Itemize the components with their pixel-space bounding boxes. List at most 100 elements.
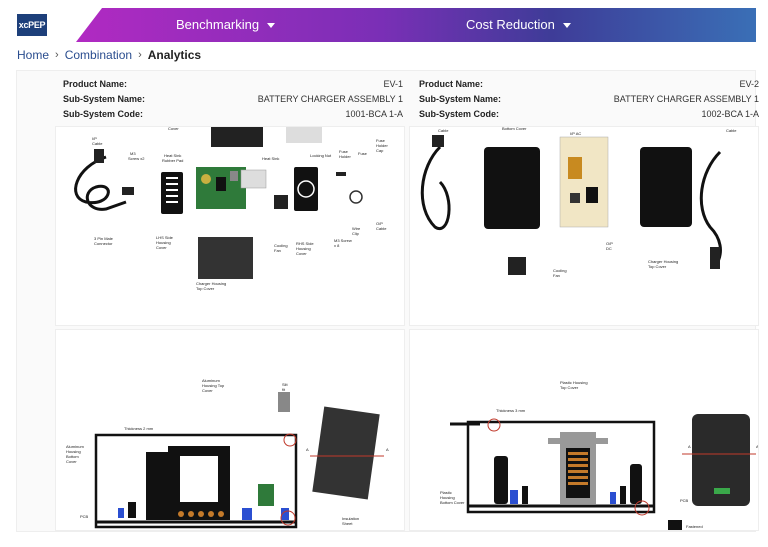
subsystem-code-value: 1001-BCA 1-A: [345, 108, 403, 119]
svg-text:3 Pin Male: 3 Pin Male: [94, 236, 114, 241]
svg-text:Fan: Fan: [553, 273, 560, 278]
side-cover-icon: [161, 172, 183, 214]
svg-text:Locking Nut: Locking Nut: [310, 153, 332, 158]
fan-icon: [508, 257, 526, 275]
svg-text:Housing: Housing: [66, 449, 81, 454]
svg-text:Plastic: Plastic: [440, 490, 452, 495]
svg-text:Cooling: Cooling: [553, 268, 567, 273]
product-name-label: Product Name:: [419, 78, 484, 89]
pcb-icon: [559, 136, 609, 228]
chevron-right-icon: ›: [138, 49, 142, 61]
svg-text:I/P AC: I/P AC: [570, 131, 581, 136]
svg-text:PCB: PCB: [680, 498, 689, 503]
slit-fit-icon: [278, 392, 290, 412]
svg-text:Cover: Cover: [66, 459, 77, 464]
chevron-down-icon: [562, 23, 571, 28]
svg-text:Plastic Housing: Plastic Housing: [560, 380, 588, 385]
connector-icon: [122, 187, 134, 195]
svg-text:Charger Housing: Charger Housing: [196, 281, 226, 286]
svg-text:Cover: Cover: [202, 388, 213, 393]
subsystem-code-value: 1002-BCA 1-A: [701, 108, 759, 119]
product-name-value: EV-1: [383, 78, 403, 89]
svg-text:Cover: Cover: [296, 251, 307, 256]
svg-text:A: A: [688, 444, 691, 449]
svg-text:Holder: Holder: [376, 143, 388, 148]
svg-text:Insulation: Insulation: [342, 516, 359, 521]
svg-text:Housing: Housing: [296, 246, 311, 251]
breadcrumb-current: Analytics: [147, 48, 202, 62]
svg-text:Thickness 2 mm: Thickness 2 mm: [124, 426, 154, 431]
housing-outline-icon: [94, 433, 298, 529]
top-cover-icon: [211, 127, 263, 147]
product-column-2: Product Name:EV-2 Sub-System Name:BATTER…: [409, 71, 761, 533]
top-bar: xcPEP Benchmarking Cost Reduction: [14, 8, 756, 42]
comparison-panel: Product Name:EV-1 Sub-System Name:BATTER…: [16, 70, 759, 533]
subsystem-code-label: Sub-System Code:: [63, 108, 144, 119]
svg-text:DC: DC: [606, 246, 612, 251]
svg-text:Holder: Holder: [339, 154, 351, 159]
svg-text:A: A: [386, 447, 389, 452]
svg-text:Screw x2: Screw x2: [128, 156, 145, 161]
svg-text:Rubber Pad: Rubber Pad: [162, 158, 183, 163]
charger-photo-icon: [682, 414, 756, 506]
charger-photo-icon: [310, 406, 384, 500]
svg-text:PCB: PCB: [80, 514, 89, 519]
nav-benchmarking[interactable]: Benchmarking: [176, 17, 276, 32]
nav-cost-reduction[interactable]: Cost Reduction: [466, 17, 571, 32]
svg-text:Cap: Cap: [376, 148, 384, 153]
svg-text:Housing: Housing: [440, 495, 455, 500]
svg-text:Cover: Cover: [168, 127, 179, 131]
chevron-right-icon: ›: [55, 49, 59, 61]
svg-text:A: A: [756, 444, 759, 449]
svg-text:Thickness 3 mm: Thickness 3 mm: [496, 408, 526, 413]
housing-outline-icon: [466, 420, 656, 514]
svg-text:I/P: I/P: [92, 136, 97, 141]
product-2-meta: Product Name:EV-2 Sub-System Name:BATTER…: [409, 71, 761, 123]
chevron-down-icon: [267, 23, 276, 28]
breadcrumb-combination[interactable]: Combination: [64, 48, 133, 62]
svg-text:Cooling: Cooling: [274, 243, 288, 248]
product-column-1: Product Name:EV-1 Sub-System Name:BATTER…: [53, 71, 405, 533]
svg-text:Fan: Fan: [274, 248, 281, 253]
svg-text:Cable: Cable: [92, 141, 103, 146]
product-name-label: Product Name:: [63, 78, 128, 89]
breadcrumb-home[interactable]: Home: [17, 48, 50, 62]
cable-icon: [420, 145, 451, 231]
product-1-meta: Product Name:EV-1 Sub-System Name:BATTER…: [53, 71, 405, 123]
svg-text:x 8: x 8: [334, 243, 340, 248]
svg-text:Fuse: Fuse: [358, 151, 368, 156]
svg-text:Heat Sink: Heat Sink: [262, 156, 279, 161]
svg-text:Top Cover: Top Cover: [196, 286, 215, 291]
fan-icon: [274, 195, 288, 209]
cable-icon: [74, 149, 127, 211]
svg-text:Bottom Cover: Bottom Cover: [502, 127, 527, 131]
svg-text:Fastened: Fastened: [686, 524, 703, 529]
top-cover-icon: [640, 147, 692, 227]
svg-text:Cable: Cable: [726, 128, 737, 133]
svg-text:O/P: O/P: [606, 241, 613, 246]
svg-text:Charger Housing: Charger Housing: [648, 259, 678, 264]
svg-text:fit: fit: [282, 387, 286, 392]
nav-cost-reduction-label: Cost Reduction: [466, 17, 555, 32]
brand-logo[interactable]: xcPEP: [17, 14, 47, 36]
subsystem-name-label: Sub-System Name:: [419, 93, 502, 104]
subsystem-code-label: Sub-System Code:: [419, 108, 500, 119]
svg-text:Clip: Clip: [352, 231, 360, 236]
svg-text:LHS Side: LHS Side: [156, 235, 174, 240]
fastener-icon: [668, 520, 682, 530]
main-nav: Benchmarking Cost Reduction: [76, 8, 756, 42]
svg-text:Housing Top: Housing Top: [202, 383, 225, 388]
svg-text:Fuse: Fuse: [339, 149, 349, 154]
svg-text:Fuse: Fuse: [376, 138, 386, 143]
svg-text:Top Cover: Top Cover: [560, 385, 579, 390]
svg-text:Top Cover: Top Cover: [648, 264, 667, 269]
breadcrumb: Home › Combination › Analytics: [17, 48, 201, 62]
product-name-value: EV-2: [739, 78, 759, 89]
charger-housing-icon: [198, 237, 253, 279]
svg-text:Aluminum: Aluminum: [202, 378, 220, 383]
cable-icon: [699, 150, 722, 268]
